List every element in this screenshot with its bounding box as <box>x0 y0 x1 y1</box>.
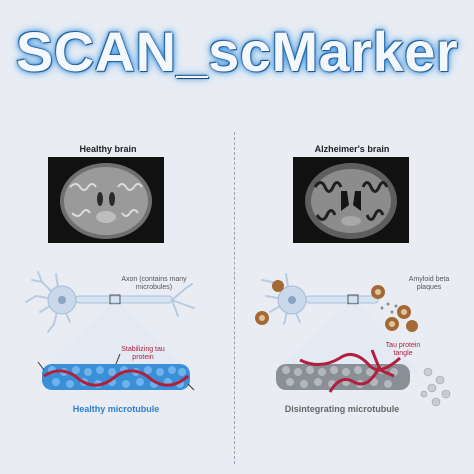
app-title: SCAN_scMarker <box>15 20 459 83</box>
healthy-microtubule-icon <box>37 353 195 391</box>
tau-tangle-label: Tau protein tangle <box>385 342 421 357</box>
tau-protein-label: Stabilizing tau protein <box>121 346 165 361</box>
panel-divider <box>234 132 235 464</box>
alzheimers-neuron-icon <box>261 273 398 325</box>
healthy-brain-mri <box>48 157 164 243</box>
healthy-microtubule-label: Healthy microtubule <box>72 404 160 414</box>
alzheimers-zoom-cone <box>274 304 420 372</box>
axon-label: Axon (contains many microbules) <box>121 276 187 291</box>
alzheimers-brain-heading: Alzheimer's brain <box>314 144 390 154</box>
disintegrating-microtubule-label: Disintegrating microtubule <box>284 404 400 414</box>
disintegrating-microtubule-icon <box>276 349 451 407</box>
alzheimers-brain-mri <box>293 157 409 243</box>
healthy-zoom-cone <box>40 304 190 372</box>
healthy-brain-heading: Healthy brain <box>79 144 137 154</box>
amyloid-plaque-icon <box>255 280 418 332</box>
healthy-neuron-icon <box>25 271 195 333</box>
amyloid-plaques-label: Amyloid beta plaques <box>408 276 450 291</box>
